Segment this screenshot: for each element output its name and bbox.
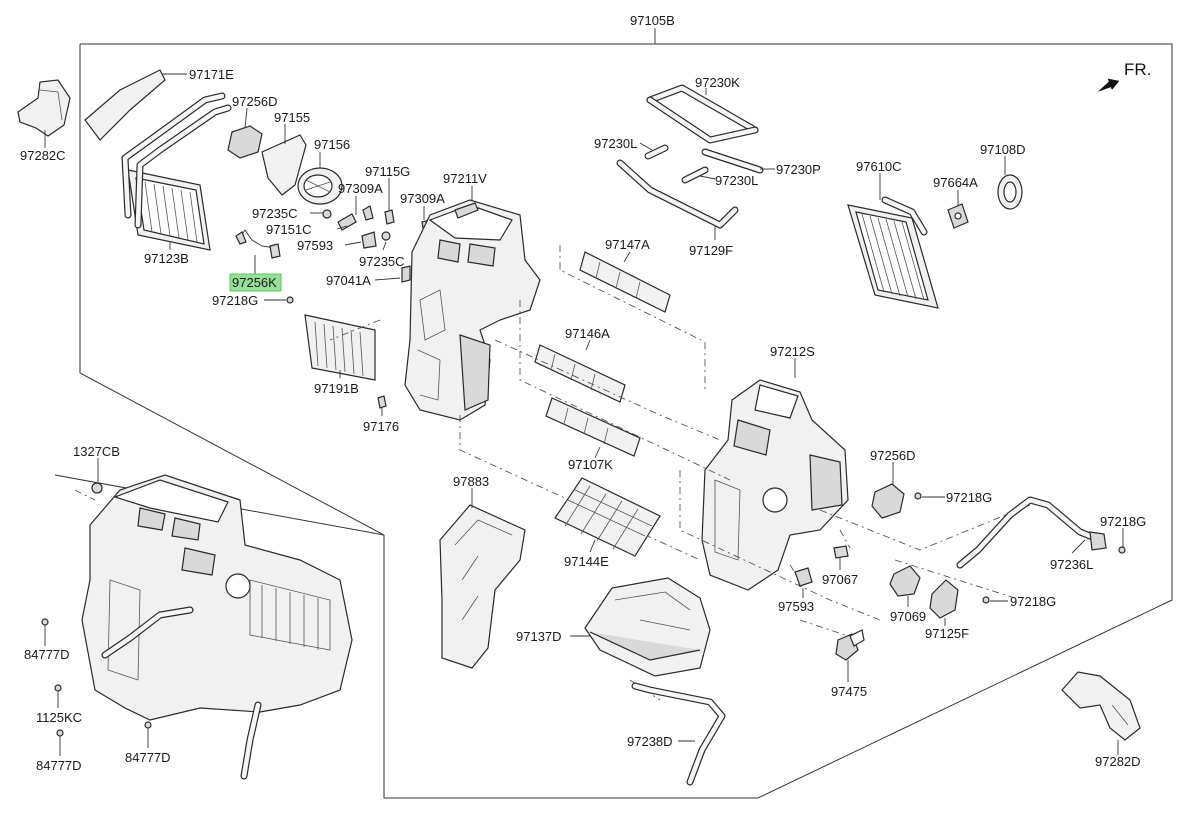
label-97235C-1[interactable]: 97235C bbox=[252, 206, 298, 221]
direction-label: FR. bbox=[1124, 60, 1151, 79]
drain-hose-97238D[interactable] bbox=[631, 682, 726, 786]
hvac-assembly-unit[interactable] bbox=[41, 474, 353, 780]
label-97309A-2[interactable]: 97309A bbox=[400, 191, 445, 206]
label-97610C[interactable]: 97610C bbox=[856, 159, 902, 174]
label-97105B[interactable]: 97105B bbox=[630, 13, 675, 28]
label-84777D-3[interactable]: 84777D bbox=[125, 750, 171, 765]
label-97144E[interactable]: 97144E bbox=[564, 554, 609, 569]
label-97041A[interactable]: 97041A bbox=[326, 273, 371, 288]
label-97151C[interactable]: 97151C bbox=[266, 222, 312, 237]
evaporator-97610C[interactable] bbox=[847, 196, 939, 309]
label-97107K[interactable]: 97107K bbox=[568, 457, 613, 472]
label-97282D[interactable]: 97282D bbox=[1095, 754, 1141, 769]
label-84777D-2[interactable]: 84777D bbox=[36, 758, 82, 773]
grommet-97108D[interactable] bbox=[997, 174, 1023, 210]
expansion-valve-97664A[interactable] bbox=[947, 203, 969, 229]
actuator-97069[interactable] bbox=[889, 565, 921, 597]
label-97155[interactable]: 97155 bbox=[274, 110, 310, 125]
callout-labels: 97105B 97171E 97282C 97256D 97155 97156 … bbox=[20, 13, 1146, 773]
label-97256K[interactable]: 97256K bbox=[232, 275, 277, 290]
bracket-97282C[interactable] bbox=[17, 79, 71, 137]
hvac-case-97212S[interactable] bbox=[701, 379, 849, 591]
label-97235C-2[interactable]: 97235C bbox=[359, 254, 405, 269]
label-1125KC[interactable]: 1125KC bbox=[36, 710, 82, 725]
label-97212S[interactable]: 97212S bbox=[770, 344, 815, 359]
bracket-97282D[interactable] bbox=[1061, 671, 1141, 741]
label-97236L[interactable]: 97236L bbox=[1050, 557, 1093, 572]
label-97147A[interactable]: 97147A bbox=[605, 237, 650, 252]
direction-arrow-icon bbox=[1097, 78, 1120, 92]
motor-97156[interactable] bbox=[297, 167, 343, 205]
sensor-97067[interactable] bbox=[833, 545, 849, 559]
label-97218G-right[interactable]: 97218G bbox=[1100, 514, 1146, 529]
label-97123B[interactable]: 97123B bbox=[144, 251, 189, 266]
label-97191B[interactable]: 97191B bbox=[314, 381, 359, 396]
label-97475[interactable]: 97475 bbox=[831, 684, 867, 699]
door-97146A[interactable] bbox=[534, 344, 626, 403]
heater-pipes-97171E[interactable] bbox=[84, 69, 232, 229]
label-97282C[interactable]: 97282C bbox=[20, 148, 66, 163]
filter-97144E[interactable] bbox=[554, 477, 661, 557]
label-97218G-low[interactable]: 97218G bbox=[1010, 594, 1056, 609]
drain-tray-97137D[interactable] bbox=[584, 577, 711, 677]
label-97211V[interactable]: 97211V bbox=[443, 171, 487, 186]
hose-97236L[interactable] bbox=[956, 496, 1126, 569]
filter-97191B[interactable] bbox=[286, 296, 387, 409]
label-97664A[interactable]: 97664A bbox=[933, 175, 978, 190]
label-97593-low[interactable]: 97593 bbox=[778, 599, 814, 614]
actuator-97256D-right[interactable] bbox=[871, 483, 922, 519]
actuator-97125F[interactable] bbox=[929, 579, 990, 619]
door-97107K[interactable] bbox=[545, 397, 641, 457]
label-97256D-top[interactable]: 97256D bbox=[232, 94, 278, 109]
label-97238D[interactable]: 97238D bbox=[627, 734, 673, 749]
actuator-97256D-top[interactable] bbox=[227, 125, 263, 159]
label-97069[interactable]: 97069 bbox=[890, 609, 926, 624]
clip-97593-low[interactable] bbox=[794, 567, 813, 587]
wire-harness-97256K[interactable] bbox=[235, 229, 281, 259]
label-97593-top[interactable]: 97593 bbox=[297, 238, 333, 253]
label-97883[interactable]: 97883 bbox=[453, 474, 489, 489]
label-97146A[interactable]: 97146A bbox=[565, 326, 610, 341]
label-97256D-right[interactable]: 97256D bbox=[870, 448, 916, 463]
label-97230L-2[interactable]: 97230L bbox=[715, 173, 758, 188]
label-97230L-1[interactable]: 97230L bbox=[594, 136, 637, 151]
duct-97883[interactable] bbox=[439, 504, 526, 669]
label-97115G[interactable]: 97115G bbox=[365, 164, 410, 179]
label-97125F[interactable]: 97125F bbox=[925, 626, 969, 641]
seal-strips[interactable] bbox=[616, 84, 764, 229]
lever-97155[interactable] bbox=[261, 134, 307, 196]
label-1327CB[interactable]: 1327CB bbox=[73, 444, 120, 459]
front-direction-indicator: FR. bbox=[1097, 60, 1151, 92]
label-97129F[interactable]: 97129F bbox=[689, 243, 733, 258]
label-97230K[interactable]: 97230K bbox=[695, 75, 740, 90]
label-97309A-1[interactable]: 97309A bbox=[338, 181, 383, 196]
label-84777D-1[interactable]: 84777D bbox=[24, 647, 70, 662]
leader-lines bbox=[44, 73, 1124, 756]
label-97108D[interactable]: 97108D bbox=[980, 142, 1026, 157]
label-97067[interactable]: 97067 bbox=[822, 572, 858, 587]
label-97156[interactable]: 97156 bbox=[314, 137, 350, 152]
highlight-97256K bbox=[229, 273, 282, 292]
label-97137D[interactable]: 97137D bbox=[516, 629, 562, 644]
label-97218G-mid[interactable]: 97218G bbox=[946, 490, 992, 505]
label-97176[interactable]: 97176 bbox=[363, 419, 399, 434]
label-97218G-top[interactable]: 97218G bbox=[212, 293, 258, 308]
sensor-97475[interactable] bbox=[835, 629, 865, 661]
label-97230P[interactable]: 97230P bbox=[776, 162, 821, 177]
hvac-case-97211V[interactable] bbox=[404, 199, 541, 421]
label-97171E[interactable]: 97171E bbox=[189, 67, 234, 82]
heater-core-97123B[interactable] bbox=[127, 169, 211, 251]
door-97147A[interactable] bbox=[579, 251, 671, 313]
